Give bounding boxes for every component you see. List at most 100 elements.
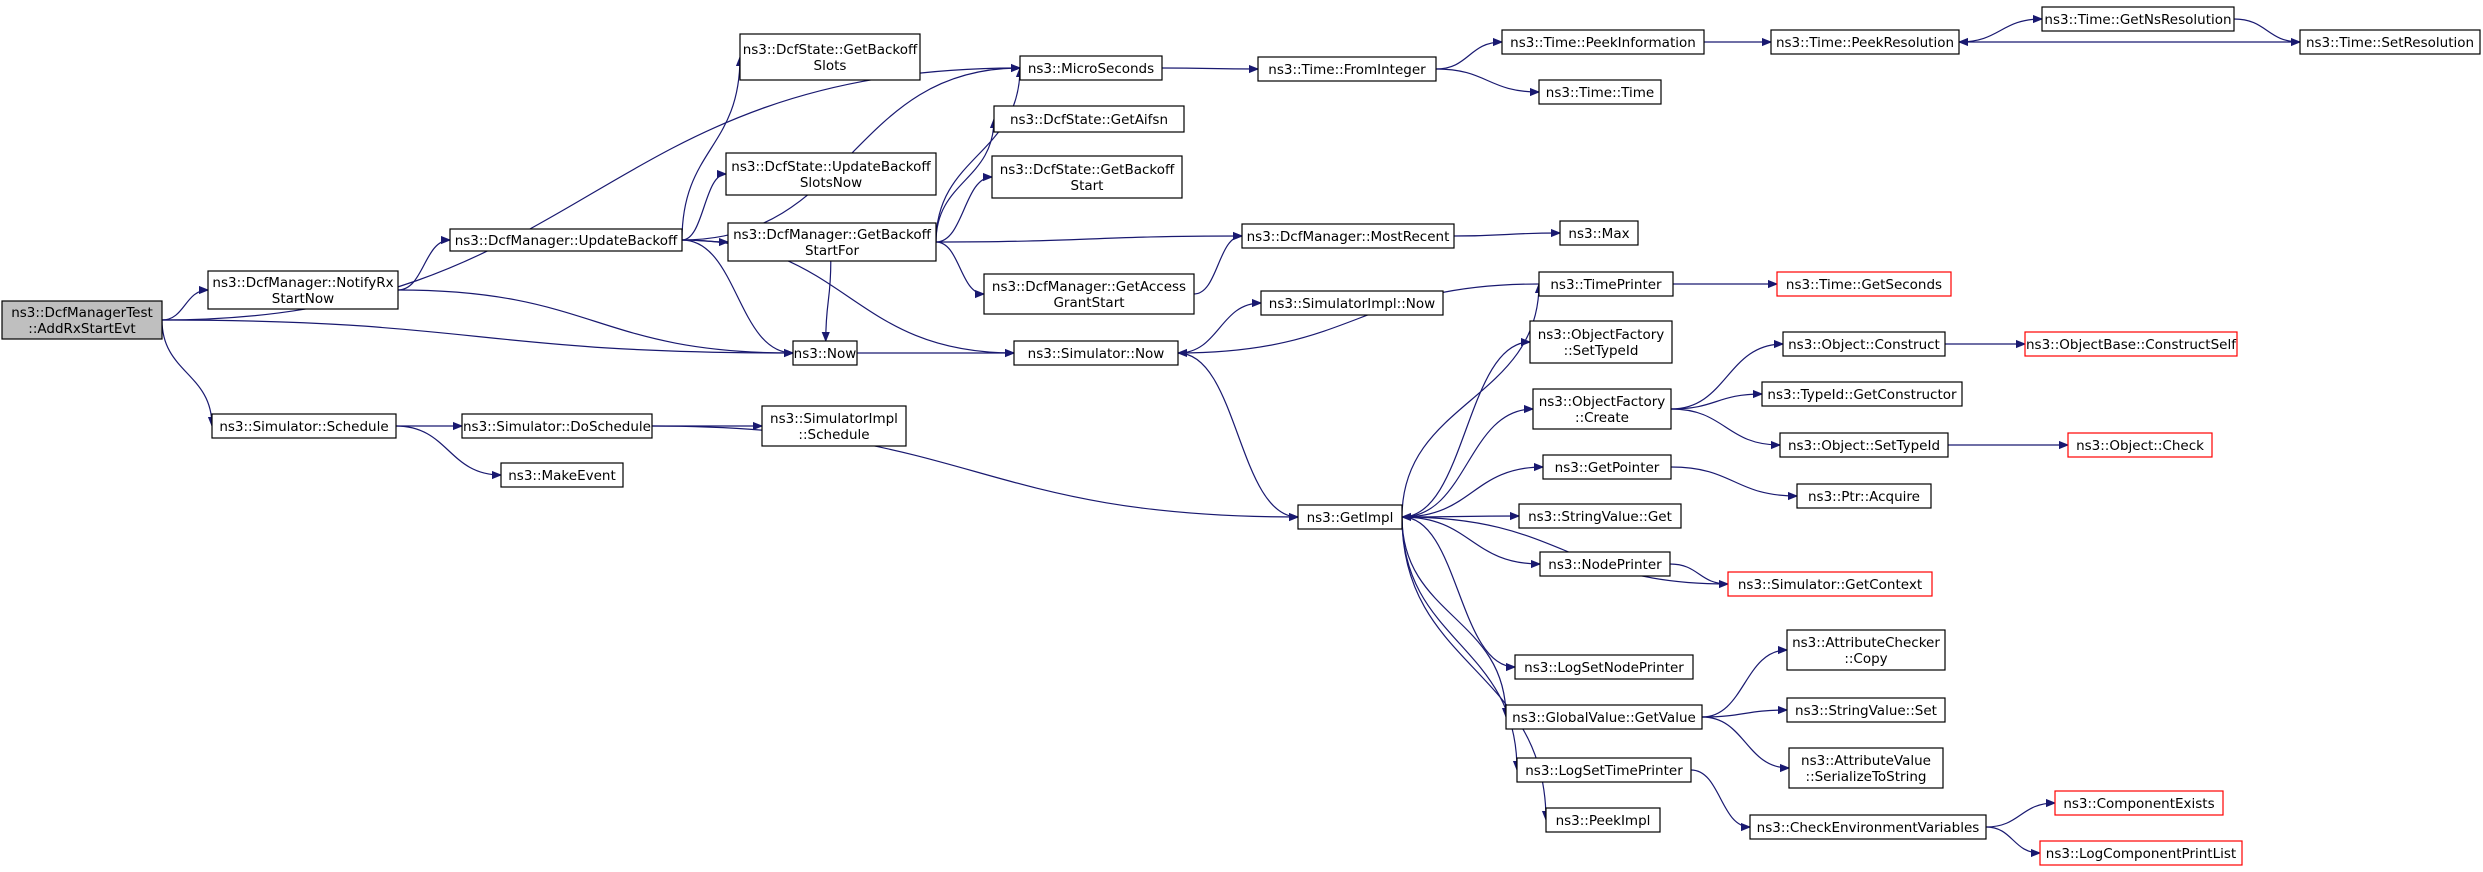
node-logcomplist[interactable]: ns3::LogComponentPrintList — [2039, 840, 2243, 866]
node-label: ns3::DcfManager::GetAccess — [992, 279, 1186, 295]
node-acquire[interactable]: ns3::Ptr::Acquire — [1796, 483, 1932, 509]
edge-nodeprinter-to-getcontext — [1669, 563, 1728, 584]
node-label: ns3::ObjectBase::ConstructSelf — [2026, 337, 2237, 353]
node-lognodeprinter[interactable]: ns3::LogSetNodePrinter — [1514, 654, 1694, 680]
node-peekinfo[interactable]: ns3::Time::PeekInformation — [1501, 29, 1705, 55]
node-label: StartFor — [805, 243, 860, 259]
node-timeprinter[interactable]: ns3::TimePrinter — [1538, 271, 1674, 297]
edge-getimpl-to-ofsettypeid — [1401, 342, 1530, 518]
node-max[interactable]: ns3::Max — [1559, 220, 1639, 246]
node-schedule[interactable]: ns3::Simulator::Schedule — [211, 413, 397, 439]
node-logtimeprinter[interactable]: ns3::LogSetTimePrinter — [1516, 757, 1692, 783]
node-getns[interactable]: ns3::Time::GetNsResolution — [2041, 6, 2235, 32]
node-box — [1782, 331, 1946, 357]
edge-update-to-updatebackoffslots — [681, 174, 727, 241]
node-root[interactable]: ns3::DcfManagerTest::AddRxStartEvt — [1, 300, 163, 340]
node-doschedule[interactable]: ns3::Simulator::DoSchedule — [461, 413, 653, 439]
edge-ofcreate-to-objconstruct — [1670, 344, 1783, 410]
node-implschedule[interactable]: ns3::SimulatorImpl::Schedule — [761, 405, 907, 447]
node-ofsettypeid[interactable]: ns3::ObjectFactory::SetTypeId — [1529, 320, 1673, 364]
node-getaifsn[interactable]: ns3::DcfState::GetAifsn — [993, 105, 1185, 133]
node-box — [761, 405, 907, 447]
node-label: ns3::Simulator::DoSchedule — [463, 419, 651, 435]
node-makeevent[interactable]: ns3::MakeEvent — [500, 462, 624, 488]
edge-getimpl-to-logtimeprinter — [1401, 516, 1517, 770]
node-box — [1257, 56, 1437, 82]
node-getpointer[interactable]: ns3::GetPointer — [1542, 454, 1672, 480]
node-box — [1779, 432, 1949, 458]
edge-update-to-now — [681, 239, 793, 353]
node-gvgetvalue[interactable]: ns3::GlobalValue::GetValue — [1505, 704, 1703, 730]
node-strset[interactable]: ns3::StringValue::Set — [1786, 697, 1946, 723]
node-getseconds[interactable]: ns3::Time::GetSeconds — [1776, 271, 1952, 297]
node-box — [1538, 79, 1662, 105]
node-label: ns3::AttributeValue — [1801, 753, 1931, 769]
node-micro[interactable]: ns3::MicroSeconds — [1019, 55, 1163, 81]
node-label: ns3::Object::Check — [2076, 438, 2204, 454]
node-label: ns3::MakeEvent — [508, 468, 616, 484]
node-getcontext[interactable]: ns3::Simulator::GetContext — [1727, 571, 1933, 597]
node-label: ns3::Ptr::Acquire — [1808, 489, 1920, 505]
node-box — [461, 413, 653, 439]
node-simnow[interactable]: ns3::Simulator::Now — [1013, 340, 1179, 366]
edge-mostrecent-to-max — [1453, 233, 1560, 236]
edge-ofcreate-to-objsettypeid — [1670, 408, 1780, 445]
edge-frominteger-to-peekinfo — [1435, 42, 1502, 70]
node-box — [1501, 29, 1705, 55]
node-getconstructor[interactable]: ns3::TypeId::GetConstructor — [1761, 381, 1963, 407]
node-label: ns3::GlobalValue::GetValue — [1512, 710, 1696, 726]
node-update[interactable]: ns3::DcfManager::UpdateBackoff — [449, 228, 683, 252]
node-box — [2039, 840, 2243, 866]
node-objsettypeid[interactable]: ns3::Object::SetTypeId — [1779, 432, 1949, 458]
node-strget[interactable]: ns3::StringValue::Get — [1518, 503, 1682, 529]
node-constructself[interactable]: ns3::ObjectBase::ConstructSelf — [2024, 331, 2238, 357]
node-timetime[interactable]: ns3::Time::Time — [1538, 79, 1662, 105]
edge-getbackoffstartfor-to-now — [826, 260, 832, 341]
node-label: ns3::DcfState::GetAifsn — [1010, 112, 1168, 128]
node-getimpl[interactable]: ns3::GetImpl — [1297, 504, 1403, 530]
node-label: ns3::Simulator::Now — [1028, 346, 1165, 362]
node-label: ns3::DcfState::UpdateBackoff — [731, 159, 931, 175]
node-now[interactable]: ns3::Now — [792, 340, 858, 366]
node-objcheck[interactable]: ns3::Object::Check — [2067, 432, 2213, 458]
node-setres[interactable]: ns3::Time::SetResolution — [2299, 29, 2481, 55]
node-mostrecent[interactable]: ns3::DcfManager::MostRecent — [1241, 223, 1455, 249]
node-attrcopy[interactable]: ns3::AttributeChecker::Copy — [1786, 629, 1946, 671]
node-box — [1770, 29, 1960, 55]
edge-getaccess-to-mostrecent — [1193, 236, 1243, 295]
node-ofcreate[interactable]: ns3::ObjectFactory::Create — [1532, 388, 1672, 430]
node-label: ns3::MicroSeconds — [1028, 61, 1154, 77]
node-checkenv[interactable]: ns3::CheckEnvironmentVariables — [1749, 814, 1987, 840]
node-box — [1786, 697, 1946, 723]
node-box — [1538, 271, 1674, 297]
node-peekres[interactable]: ns3::Time::PeekResolution — [1770, 29, 1960, 55]
node-label: ::Copy — [1844, 651, 1887, 667]
node-label: ns3::Time::FromInteger — [1268, 62, 1426, 78]
edge-getimpl-to-timeprinter — [1401, 284, 1539, 518]
node-label: ns3::Max — [1568, 226, 1629, 242]
edge-gvgetvalue-to-attrserialize — [1701, 716, 1789, 768]
node-label: ns3::TimePrinter — [1550, 277, 1662, 293]
node-nodeprinter[interactable]: ns3::NodePrinter — [1539, 551, 1671, 577]
node-box — [1532, 388, 1672, 430]
node-attrserialize[interactable]: ns3::AttributeValue::SerializeToString — [1788, 747, 1944, 789]
node-objconstruct[interactable]: ns3::Object::Construct — [1782, 331, 1946, 357]
node-simimplnow[interactable]: ns3::SimulatorImpl::Now — [1260, 290, 1444, 316]
node-label: ::Schedule — [798, 427, 869, 443]
node-compexists[interactable]: ns3::ComponentExists — [2054, 790, 2224, 816]
node-box — [1559, 220, 1639, 246]
node-box — [449, 228, 683, 252]
edge-getimpl-to-ofcreate — [1401, 409, 1533, 518]
node-box — [1518, 503, 1682, 529]
node-box — [211, 413, 397, 439]
node-frominteger[interactable]: ns3::Time::FromInteger — [1257, 56, 1437, 82]
node-box — [2041, 6, 2235, 32]
node-peekimpl[interactable]: ns3::PeekImpl — [1545, 807, 1661, 833]
